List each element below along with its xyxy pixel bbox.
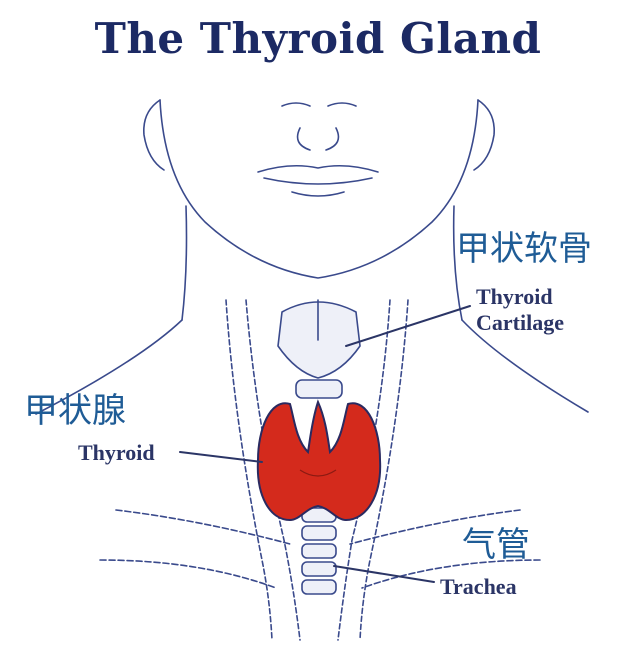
upper-lip (257, 164, 379, 173)
clavicle-left (115, 509, 291, 545)
muscle-line-right-1 (359, 299, 409, 641)
trachea-ring-2 (301, 525, 337, 541)
shoulder-left (35, 319, 183, 415)
neck-left (181, 205, 188, 321)
leader-thyroid-cartilage (345, 305, 471, 347)
thyroid-gland (256, 399, 382, 522)
leader-trachea (333, 565, 435, 583)
chest-line-right (361, 559, 541, 589)
page-title: The Thyroid Gland (94, 14, 542, 63)
nose (296, 127, 340, 151)
right-eye-hint (327, 102, 357, 107)
shoulder-right (461, 319, 589, 413)
label-thyroid-cartilage-en-1: Thyroid (476, 284, 553, 309)
label-thyroid-zh: 甲状腺 (24, 391, 126, 431)
jaw-line (159, 99, 479, 279)
trachea-ring-5 (301, 579, 337, 595)
thyroid-cartilage (277, 301, 361, 379)
label-thyroid-cartilage-en-2: Cartilage (476, 310, 564, 335)
left-eye-hint (281, 102, 311, 107)
muscle-line-left-1 (225, 299, 273, 641)
label-trachea-en: Trachea (440, 574, 517, 599)
leader-thyroid (179, 451, 263, 463)
trachea-ring-4 (301, 561, 337, 577)
label-trachea-zh: 气管 (462, 525, 530, 565)
left-ear (143, 99, 165, 171)
trachea-ring-3 (301, 543, 337, 559)
right-ear (473, 99, 495, 171)
thyroid-isthmus-shade (299, 469, 337, 477)
chest-line-left (99, 559, 277, 589)
label-thyroid-cartilage-zh: 甲状软骨 (456, 229, 592, 269)
lower-lip (291, 191, 345, 197)
cricoid-ring (295, 379, 343, 399)
label-thyroid-en: Thyroid (78, 440, 155, 465)
lip-line (263, 177, 373, 185)
clavicle-right (349, 509, 521, 545)
